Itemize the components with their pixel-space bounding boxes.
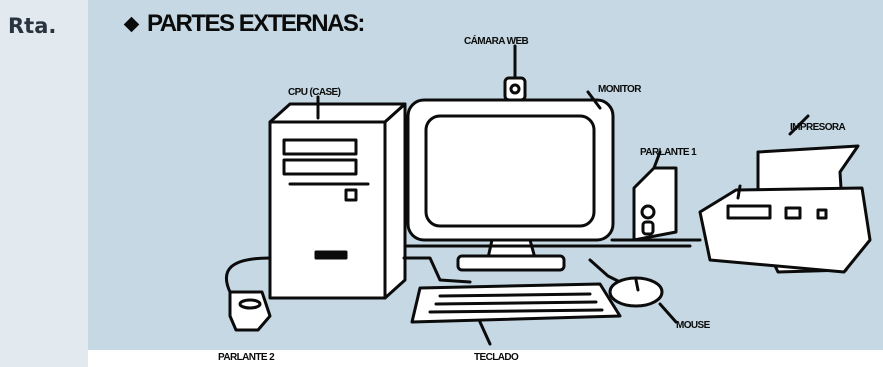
- cpu-tower-icon: [270, 104, 405, 298]
- label-parlante-2: PARLANTE 2: [218, 352, 274, 363]
- speaker-two-icon: [230, 292, 270, 330]
- label-cpu: CPU (CASE): [288, 87, 340, 98]
- label-teclado: TECLADO: [474, 352, 518, 363]
- label-parlante-1: PARLANTE 1: [640, 147, 696, 158]
- label-monitor: MONITOR: [598, 84, 641, 95]
- label-mouse: MOUSE: [676, 320, 710, 331]
- speaker-one-icon: [634, 168, 676, 240]
- label-camara-web: CÁMARA WEB: [464, 36, 528, 47]
- printer-icon: [700, 146, 870, 272]
- mouse-icon: [610, 278, 662, 306]
- keyboard-icon: [412, 284, 620, 322]
- webcam-icon: [505, 46, 525, 100]
- label-impresora: IMPRESORA: [790, 122, 845, 133]
